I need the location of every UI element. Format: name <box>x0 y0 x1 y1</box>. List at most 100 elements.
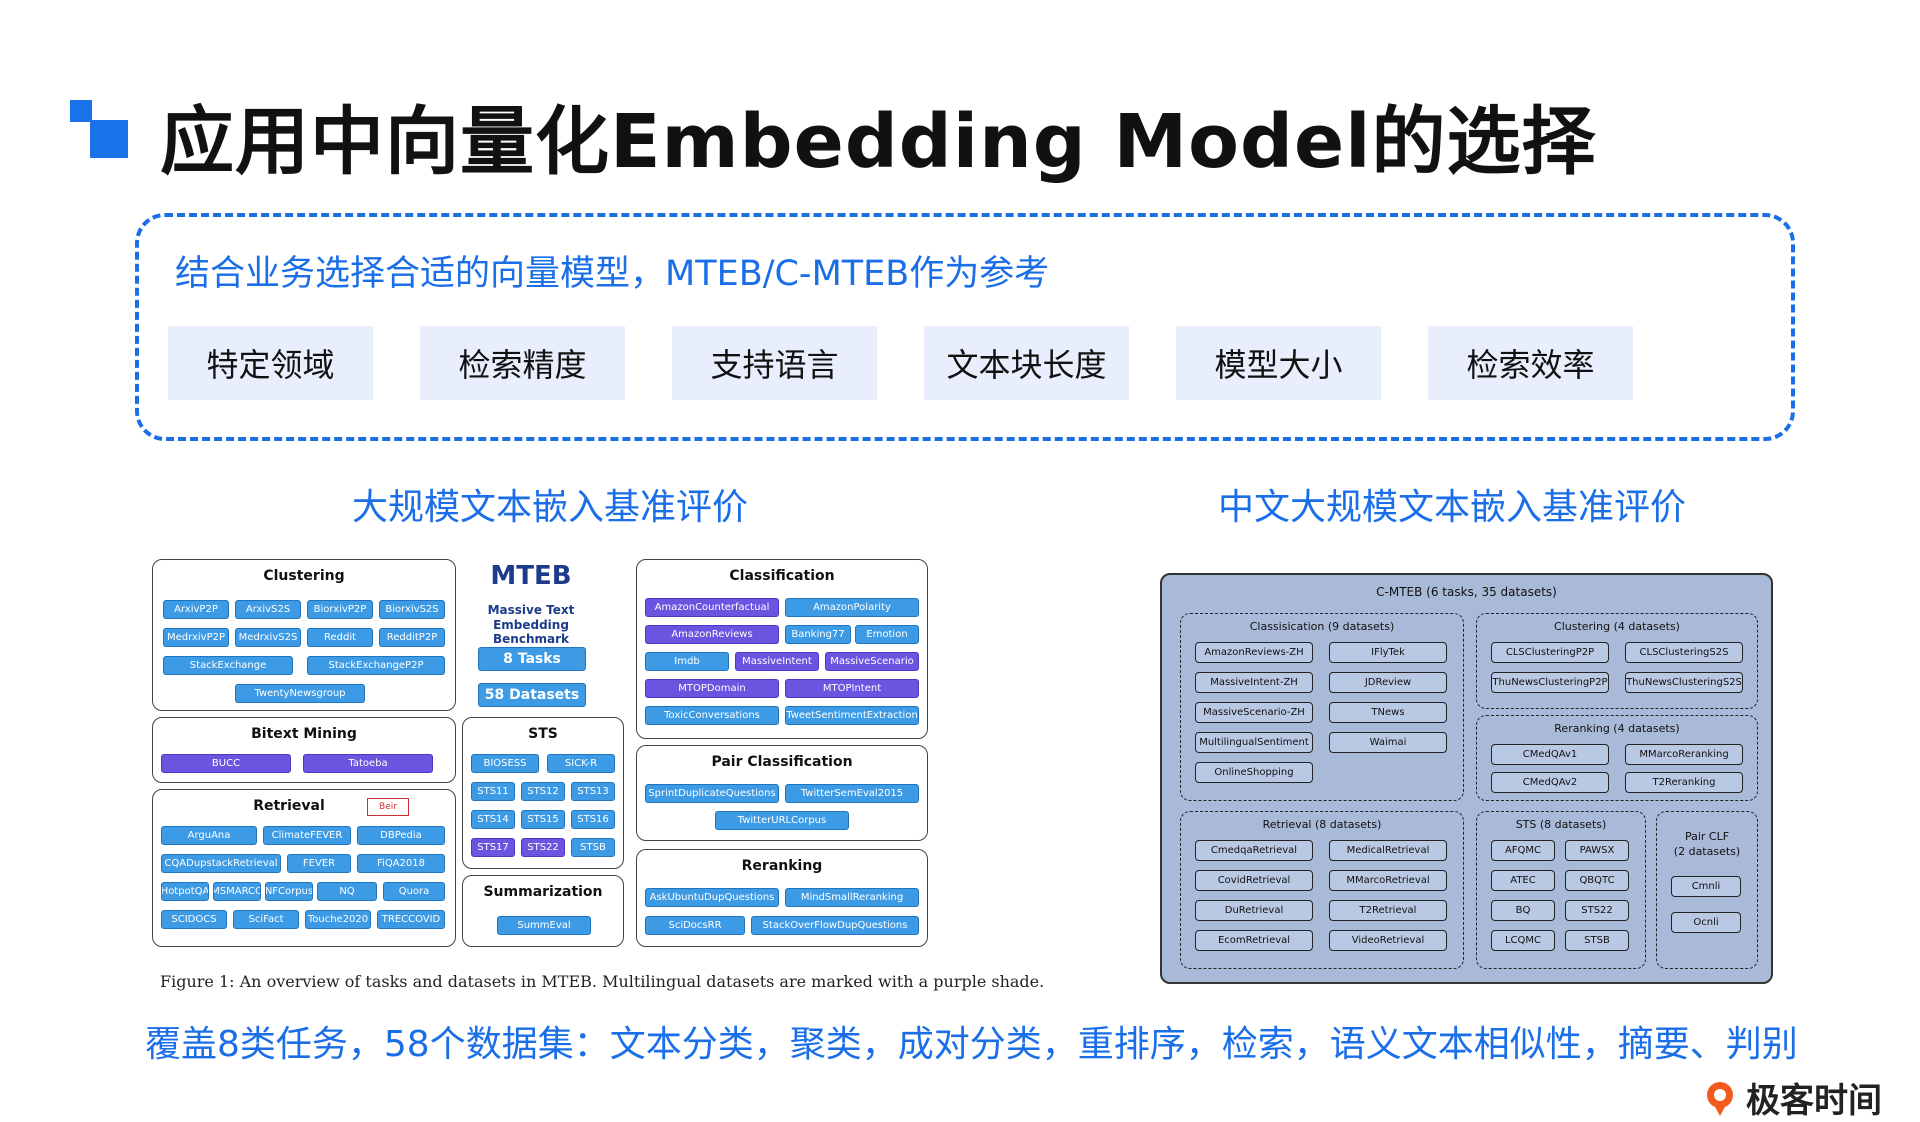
dataset-tag: ArguAna <box>161 826 257 845</box>
dataset-tag: MMarcoRetrieval <box>1329 870 1447 891</box>
cmteb-clustering-title: Clustering (4 datasets) <box>1554 620 1680 633</box>
dataset-tag: STS17 <box>471 838 515 857</box>
dataset-tag: MedrxivP2P <box>163 628 229 647</box>
dataset-tag: STS13 <box>571 782 615 801</box>
dataset-tag: CLSClusteringP2P <box>1491 642 1609 663</box>
cmteb-figure: C-MTEB (6 tasks, 35 datasets) Classisica… <box>1160 573 1773 984</box>
cmteb-pair-title-1: Pair CLF <box>1684 830 1730 843</box>
mteb-retrieval-title: Retrieval <box>253 798 325 814</box>
dataset-tag: BiorxivS2S <box>379 600 445 619</box>
chip-model-size: 模型大小 <box>1176 326 1381 400</box>
dataset-tag: JDReview <box>1329 672 1447 693</box>
dataset-tag: Ocnli <box>1671 912 1741 933</box>
dataset-tag: AmazonPolarity <box>785 598 919 617</box>
mteb-clustering-title: Clustering <box>263 568 345 584</box>
mteb-pair-title: Pair Classification <box>711 754 853 770</box>
dataset-tag: STSB <box>1565 930 1629 951</box>
mteb-logo: MTEB Massive Text Embedding Benchmark 8 … <box>458 559 604 719</box>
dataset-tag: AmazonReviews-ZH <box>1195 642 1313 663</box>
dataset-tag: STSB <box>571 838 615 857</box>
mteb-figure: Clustering ArxivP2P ArxivS2S BiorxivP2P … <box>150 557 930 952</box>
dataset-tag: ThuNewsClusteringP2P <box>1491 672 1609 693</box>
dataset-tag: AmazonReviews <box>645 625 779 644</box>
dataset-tag: AFQMC <box>1491 840 1555 861</box>
dataset-tag: MMarcoReranking <box>1625 744 1743 765</box>
dataset-tag: StackExchange <box>163 656 293 675</box>
dataset-tag: MassiveScenario-ZH <box>1195 702 1313 723</box>
cmteb-reranking-title: Reranking (4 datasets) <box>1554 722 1680 735</box>
mteb-pair-box: Pair Classification SprintDuplicateQuest… <box>636 745 928 841</box>
dataset-tag: ArxivP2P <box>163 600 229 619</box>
dataset-tag: BIOSESS <box>471 754 539 773</box>
dataset-tag: STS12 <box>521 782 565 801</box>
brand: 极客时间 <box>1700 1073 1882 1122</box>
dataset-tag: PAWSX <box>1565 840 1629 861</box>
dataset-tag: MTOPDomain <box>645 679 779 698</box>
logo-mark-icon <box>70 100 130 160</box>
mteb-summarization-title: Summarization <box>483 884 603 900</box>
dataset-tag: Waimai <box>1329 732 1447 753</box>
dataset-tag: T2Reranking <box>1625 772 1743 793</box>
dataset-tag: AmazonCounterfactual <box>645 598 779 617</box>
dataset-tag: ArxivS2S <box>235 600 301 619</box>
dataset-tag: SCIDOCS <box>161 910 227 929</box>
beir-logo: Beir <box>367 798 409 816</box>
dataset-tag: CovidRetrieval <box>1195 870 1313 891</box>
dataset-tag: MTOPIntent <box>785 679 919 698</box>
dataset-tag: VideoRetrieval <box>1329 930 1447 951</box>
dataset-tag: BiorxivP2P <box>307 600 373 619</box>
dataset-tag: MedrxivS2S <box>235 628 301 647</box>
dataset-tag: TwentyNewsgroup <box>235 684 365 703</box>
mteb-summarization-box: Summarization SummEval <box>462 875 624 947</box>
dataset-tag: StackOverFlowDupQuestions <box>751 916 919 935</box>
chip-efficiency: 检索效率 <box>1428 326 1633 400</box>
dataset-tag: AskUbuntuDupQuestions <box>645 888 779 907</box>
dataset-tag: MindSmallReranking <box>785 888 919 907</box>
mteb-tasks-badge: 8 Tasks <box>478 647 586 671</box>
dataset-tag: MSMARCO <box>213 882 261 901</box>
dataset-tag: TRECCOVID <box>377 910 445 929</box>
chip-chunk-length: 文本块长度 <box>924 326 1129 400</box>
dataset-tag: STS22 <box>1565 900 1629 921</box>
dataset-tag: DBPedia <box>357 826 445 845</box>
dataset-tag: HotpotQA <box>161 882 209 901</box>
chip-language: 支持语言 <box>672 326 877 400</box>
dataset-tag: MultilingualSentiment <box>1195 732 1313 753</box>
dataset-tag: MassiveIntent <box>735 652 819 671</box>
mteb-clustering-box: Clustering ArxivP2P ArxivS2S BiorxivP2P … <box>152 559 456 711</box>
guide-text: 结合业务选择合适的向量模型，MTEB/C-MTEB作为参考 <box>175 254 1050 294</box>
dataset-tag: ATEC <box>1491 870 1555 891</box>
cmteb-title: C-MTEB (6 tasks, 35 datasets) <box>1376 585 1557 599</box>
dataset-tag: Tatoeba <box>303 754 433 773</box>
mteb-reranking-box: Reranking AskUbuntuDupQuestions MindSmal… <box>636 849 928 947</box>
mteb-classification-box: Classification AmazonCounterfactual Amaz… <box>636 559 928 739</box>
dataset-tag: CLSClusteringS2S <box>1625 642 1743 663</box>
cmteb-retrieval-title: Retrieval (8 datasets) <box>1262 818 1382 831</box>
dataset-tag: SciDocsRR <box>645 916 745 935</box>
mteb-sts-title: STS <box>528 726 558 742</box>
cmteb-retrieval-group: Retrieval (8 datasets) CmedqaRetrieval M… <box>1180 811 1464 969</box>
dataset-tag: Imdb <box>645 652 729 671</box>
dataset-tag: FEVER <box>287 854 351 873</box>
dataset-tag: DuRetrieval <box>1195 900 1313 921</box>
dataset-tag: Touche2020 <box>305 910 371 929</box>
dataset-tag: IFlyTek <box>1329 642 1447 663</box>
dataset-tag: OnlineShopping <box>1195 762 1313 783</box>
mteb-reranking-title: Reranking <box>741 858 823 874</box>
dataset-tag: Banking77 <box>785 625 851 644</box>
dataset-tag: MassiveScenario <box>825 652 919 671</box>
mteb-logo-text: MTEB <box>490 561 572 591</box>
page-title: 应用中向量化Embedding Model的选择 <box>160 99 1597 185</box>
chip-precision: 检索精度 <box>420 326 625 400</box>
dataset-tag: CmedqaRetrieval <box>1195 840 1313 861</box>
mteb-caption: Figure 1: An overview of tasks and datas… <box>160 972 1045 991</box>
chip-domain: 特定领域 <box>168 326 373 400</box>
cmteb-section-title: 中文大规模文本嵌入基准评价 <box>1218 487 1687 528</box>
dataset-tag: ThuNewsClusteringS2S <box>1625 672 1743 693</box>
dataset-tag: SciFact <box>233 910 299 929</box>
dataset-tag: ToxicConversations <box>645 706 779 725</box>
mteb-sts-box: STS BIOSESS SICK-R STS11 STS12 STS13 STS… <box>462 717 624 869</box>
mteb-datasets-badge: 58 Datasets <box>478 683 586 707</box>
dataset-tag: QBQTC <box>1565 870 1629 891</box>
dataset-tag: STS15 <box>521 810 565 829</box>
